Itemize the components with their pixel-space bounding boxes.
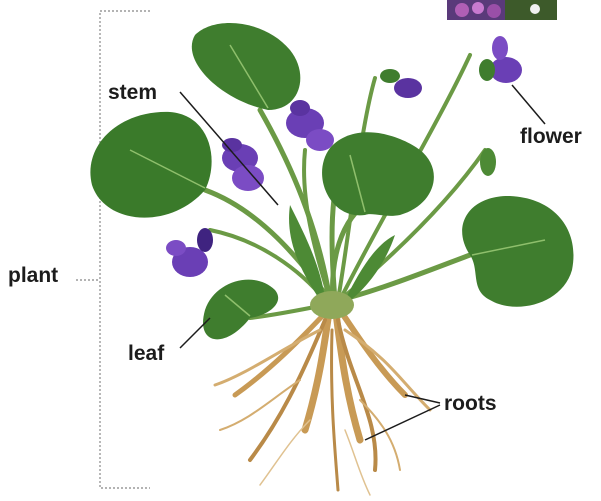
flower-2 — [286, 100, 334, 151]
leader-flower — [512, 85, 545, 124]
flower-3 — [166, 228, 213, 277]
inset-flower-photo — [447, 0, 557, 20]
plant-crown — [310, 291, 354, 319]
leaf-right — [462, 196, 573, 307]
leader-roots-2 — [365, 405, 440, 440]
leaf-left — [90, 112, 211, 218]
leaf-center — [322, 132, 434, 216]
flower-4 — [479, 36, 522, 83]
label-plant: plant — [8, 265, 58, 286]
label-roots: roots — [444, 393, 497, 414]
flower-bud — [480, 148, 496, 176]
leaf-top — [192, 23, 301, 110]
roots — [215, 305, 430, 495]
flower-5 — [380, 69, 422, 98]
label-flower: flower — [520, 126, 582, 147]
label-stem: stem — [108, 82, 157, 103]
leaf-lower — [203, 280, 278, 340]
label-leaf: leaf — [128, 343, 164, 364]
